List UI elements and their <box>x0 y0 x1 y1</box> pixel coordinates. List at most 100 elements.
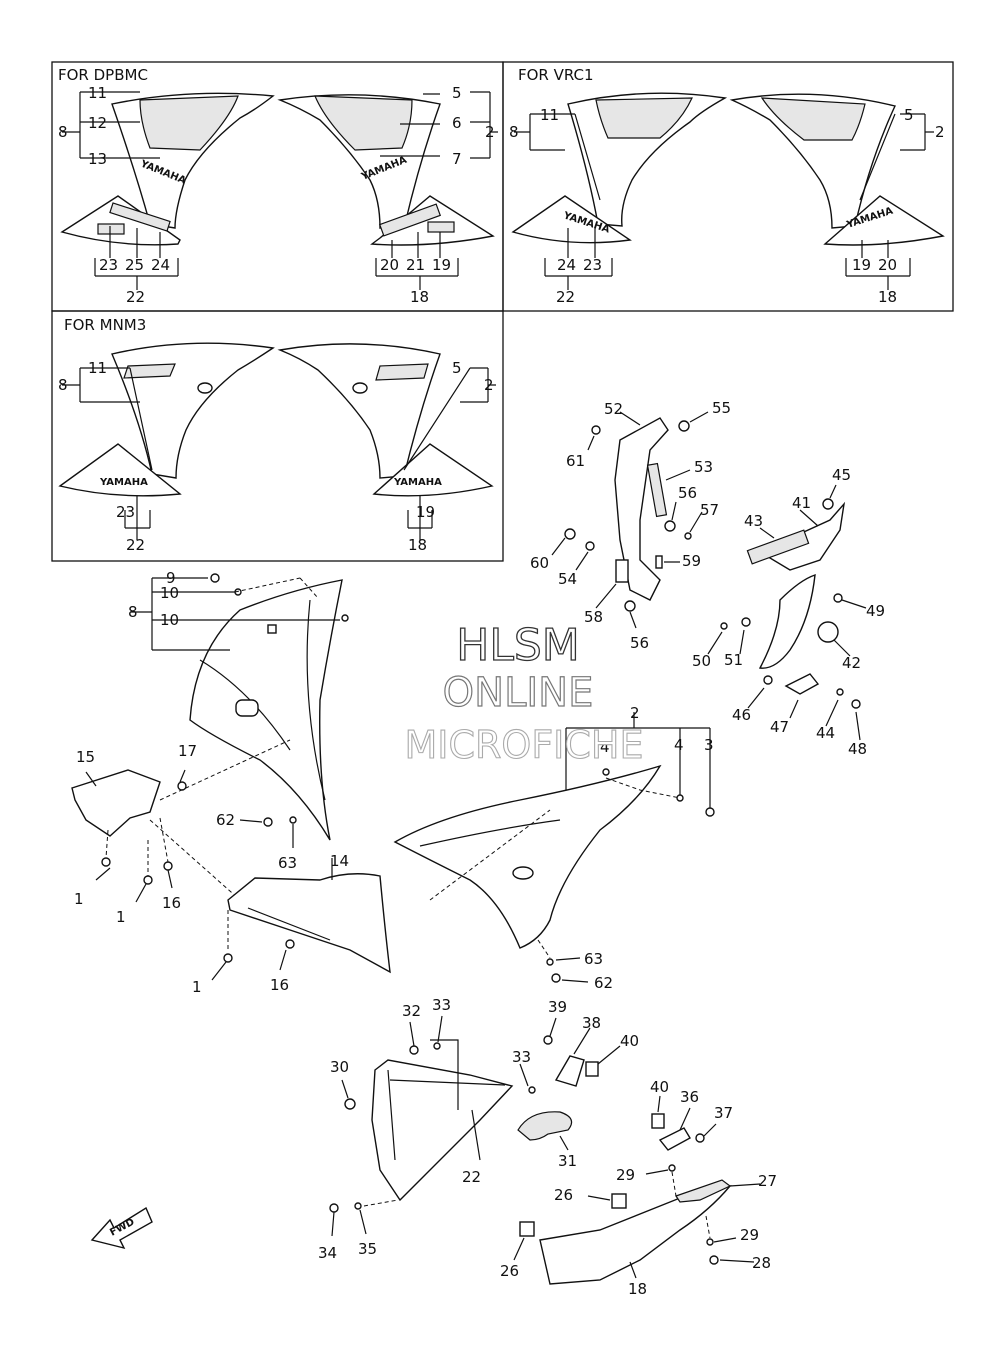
label-26b: 26 <box>500 1262 519 1280</box>
label-22-main: 22 <box>462 1168 481 1186</box>
panel-vrc1-frame <box>502 61 954 312</box>
label-p3-8: 8 <box>58 376 68 394</box>
label-56a: 56 <box>678 484 697 502</box>
washer-35 <box>354 1202 362 1210</box>
nut-45 <box>822 498 834 510</box>
decal-right-stripe <box>314 95 413 151</box>
washer-10b <box>341 614 349 622</box>
label-17: 17 <box>178 742 197 760</box>
watermark-line2: ONLINE <box>443 670 594 716</box>
label-1c: 1 <box>192 978 202 996</box>
bolt-60 <box>564 528 576 540</box>
panel-mnm3-parts: YAMAHA YAMAHA 11 8 5 2 23 22 19 18 <box>58 342 496 554</box>
emblem-left-24 <box>109 202 171 232</box>
bolt-61 <box>591 425 601 435</box>
label-4b: 4 <box>674 736 684 754</box>
label-p3-5: 5 <box>452 359 462 377</box>
stay-36 <box>658 1127 691 1151</box>
emblem-right-19 <box>427 221 455 233</box>
label-p1-24: 24 <box>151 256 170 274</box>
decal-left-lower <box>60 195 181 246</box>
label-28: 28 <box>752 1254 771 1272</box>
label-26a: 26 <box>554 1186 573 1204</box>
label-60: 60 <box>530 554 549 572</box>
label-p1-19: 19 <box>432 256 451 274</box>
label-p1-5: 5 <box>452 84 462 102</box>
label-9: 9 <box>166 569 176 587</box>
bolt-16a <box>163 861 173 871</box>
bracket-26b <box>519 1221 535 1237</box>
washer-4a <box>602 768 610 776</box>
label-p2-20: 20 <box>878 256 897 274</box>
label-p1-13: 13 <box>88 150 107 168</box>
mnm3-right-yamaha: YAMAHA <box>393 477 442 488</box>
label-p1-7: 7 <box>452 150 462 168</box>
label-40b: 40 <box>650 1078 669 1096</box>
watermark-line1: HLSM <box>456 620 580 671</box>
label-53: 53 <box>694 458 713 476</box>
bracket-52 <box>614 417 669 601</box>
label-p2-22: 22 <box>556 288 575 306</box>
label-p3-18: 18 <box>408 536 427 554</box>
cowling-tab <box>267 624 277 634</box>
label-32: 32 <box>402 1002 421 1020</box>
screw-1b <box>143 875 153 885</box>
under-cowl-22 <box>371 1059 514 1202</box>
lower-panel-hole <box>512 866 534 880</box>
bracket-26a <box>611 1193 627 1209</box>
grommet-56b <box>624 600 636 612</box>
clip-40b <box>651 1113 665 1129</box>
bolt-37 <box>695 1133 705 1143</box>
label-10b: 10 <box>160 611 179 629</box>
fwd-arrow: FWD <box>90 1206 153 1250</box>
grommet-54 <box>585 541 595 551</box>
mnm3-left-yamaha: YAMAHA <box>99 477 148 488</box>
panel-vrc1-title: FOR VRC1 <box>518 66 594 84</box>
label-57: 57 <box>700 501 719 519</box>
bolt-9 <box>210 573 220 583</box>
label-62b: 62 <box>594 974 613 992</box>
label-33b: 33 <box>512 1048 531 1066</box>
label-8-main: 8 <box>128 603 138 621</box>
label-52: 52 <box>604 400 623 418</box>
label-56b: 56 <box>630 634 649 652</box>
washer-4b <box>676 794 684 802</box>
panel-mnm3-title: FOR MNM3 <box>64 316 146 334</box>
label-p1-25: 25 <box>125 256 144 274</box>
bolt-16b <box>285 939 295 949</box>
label-p2-24: 24 <box>557 256 576 274</box>
label-p3-23: 23 <box>116 503 135 521</box>
washer-50 <box>720 622 728 630</box>
left-upper-cowling <box>189 579 343 841</box>
clip-47 <box>784 673 820 695</box>
inner-panel-14 <box>227 873 391 974</box>
bolt-51 <box>741 617 751 627</box>
bolt-17 <box>177 781 187 791</box>
bolt-48 <box>851 699 861 709</box>
label-p1-20: 20 <box>380 256 399 274</box>
mnm3-left-lower <box>58 443 182 497</box>
label-10a: 10 <box>160 584 179 602</box>
main-exploded-view: FWD 9 10 10 8 15 17 62 63 1 1 16 14 1 16… <box>71 399 885 1298</box>
label-55: 55 <box>712 399 731 417</box>
emblem-left-23 <box>97 223 125 235</box>
label-p1-12: 12 <box>88 114 107 132</box>
washer-29b <box>706 1238 714 1246</box>
label-4a: 4 <box>600 738 610 756</box>
bracket-38 <box>554 1055 585 1087</box>
label-42: 42 <box>842 654 861 672</box>
bolt-32 <box>409 1045 419 1055</box>
cover-43 <box>746 529 810 565</box>
bolt-34 <box>329 1203 339 1213</box>
spring-46 <box>763 675 773 685</box>
vrc1-right-stripe <box>760 97 866 141</box>
watermark: HLSM ONLINE MICROFICHE <box>404 619 644 767</box>
label-16a: 16 <box>162 894 181 912</box>
label-47: 47 <box>770 718 789 736</box>
label-p2-2: 2 <box>935 123 945 141</box>
label-37: 37 <box>714 1104 733 1122</box>
panel-mnm3-frame <box>51 310 504 562</box>
label-50: 50 <box>692 652 711 670</box>
clip-58 <box>615 559 629 583</box>
